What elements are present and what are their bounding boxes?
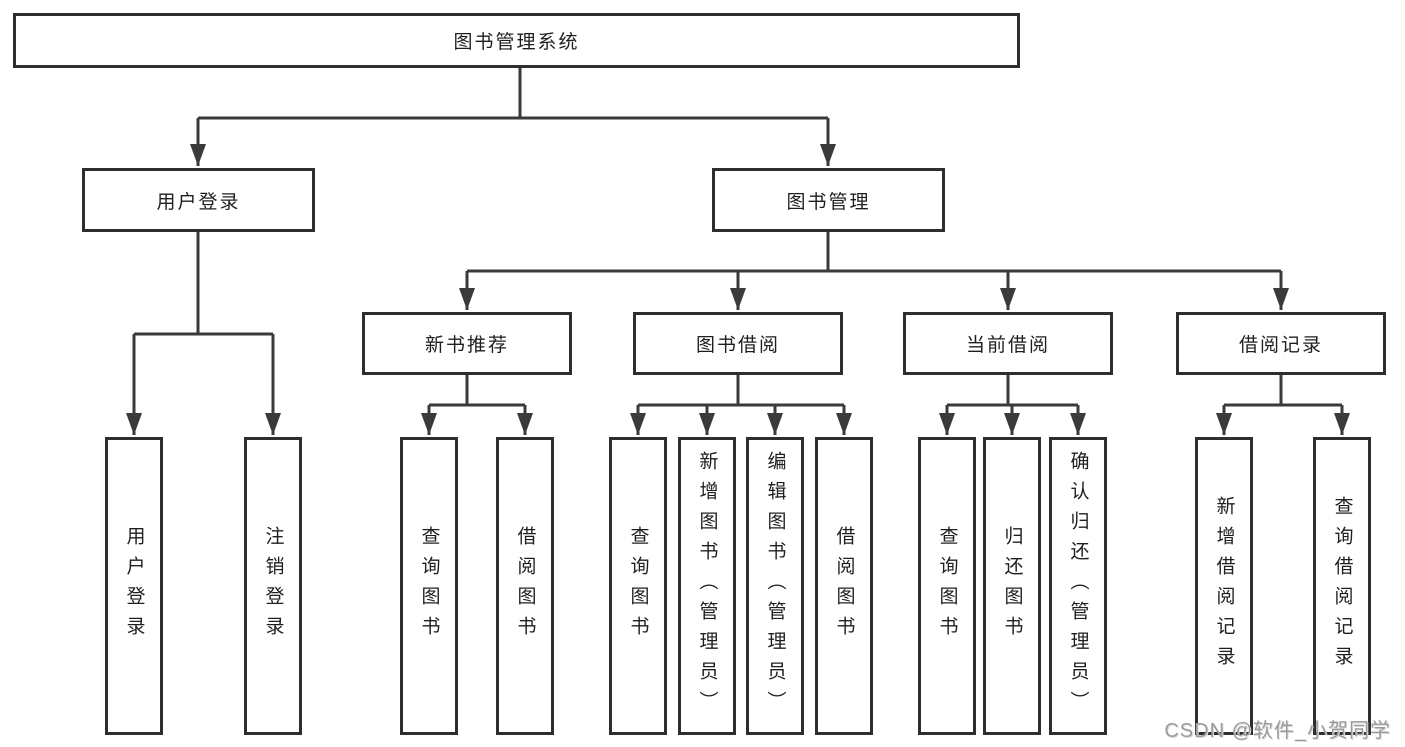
node-label: 新书推荐	[424, 335, 509, 356]
leaf-query-books-borrowing: 查询图书	[609, 437, 667, 735]
leaf-label: 查询图书	[418, 526, 440, 646]
node-label: 当前借阅	[965, 335, 1050, 356]
leaf-label: 确认归还（管理员）	[1067, 451, 1089, 721]
leaf-add-borrow-record: 新增借阅记录	[1195, 437, 1253, 735]
leaf-label: 查询借阅记录	[1331, 496, 1353, 676]
connector-new-book-recommendation-to-leaves	[421, 375, 533, 435]
leaf-label: 编辑图书（管理员）	[764, 451, 786, 721]
node-label: 图书借阅	[695, 335, 780, 356]
leaf-query-books-current: 查询图书	[918, 437, 976, 735]
node-current-borrowing: 当前借阅	[903, 312, 1113, 375]
leaf-borrow-books-recommend: 借阅图书	[496, 437, 554, 735]
leaf-logout: 注销登录	[244, 437, 302, 735]
leaf-add-book-admin: 新增图书（管理员）	[678, 437, 736, 735]
leaf-user-login: 用户登录	[105, 437, 163, 735]
leaf-label: 借阅图书	[833, 526, 855, 646]
node-book-management: 图书管理	[712, 168, 945, 232]
csdn-watermark: CSDN @软件_小贺同学	[1164, 720, 1391, 742]
connector-book-management-to-level3	[459, 232, 1289, 310]
connector-book-borrowing-to-leaves	[630, 375, 852, 435]
node-label: 图书管理系统	[453, 32, 580, 53]
leaf-edit-book-admin: 编辑图书（管理员）	[746, 437, 804, 735]
node-new-book-recommendation: 新书推荐	[362, 312, 572, 375]
node-borrowing-records: 借阅记录	[1176, 312, 1386, 375]
leaf-label: 新增借阅记录	[1213, 496, 1235, 676]
node-label: 用户登录	[156, 191, 241, 213]
node-label: 图书管理	[786, 191, 871, 213]
node-library-management-system: 图书管理系统	[13, 13, 1020, 68]
leaf-label: 查询图书	[936, 526, 958, 646]
leaf-borrow-books-borrowing: 借阅图书	[815, 437, 873, 735]
leaf-query-books-recommend: 查询图书	[400, 437, 458, 735]
leaf-return-books: 归还图书	[983, 437, 1041, 735]
leaf-label: 新增图书（管理员）	[696, 451, 718, 721]
node-label: 借阅记录	[1238, 335, 1323, 356]
leaf-query-borrow-record: 查询借阅记录	[1313, 437, 1371, 735]
connector-root-to-level2	[190, 68, 836, 166]
leaf-label: 借阅图书	[514, 526, 536, 646]
leaf-confirm-return-admin: 确认归还（管理员）	[1049, 437, 1107, 735]
leaf-label: 归还图书	[1001, 526, 1023, 646]
connector-current-borrowing-to-leaves	[939, 375, 1086, 435]
leaf-label: 注销登录	[262, 526, 284, 646]
leaf-label: 查询图书	[627, 526, 649, 646]
connector-borrowing-records-to-leaves	[1216, 375, 1350, 435]
leaf-label: 用户登录	[123, 526, 145, 646]
node-book-borrowing: 图书借阅	[633, 312, 843, 375]
node-user-login-branch: 用户登录	[82, 168, 315, 232]
connector-user-login-to-leaves	[126, 232, 281, 435]
